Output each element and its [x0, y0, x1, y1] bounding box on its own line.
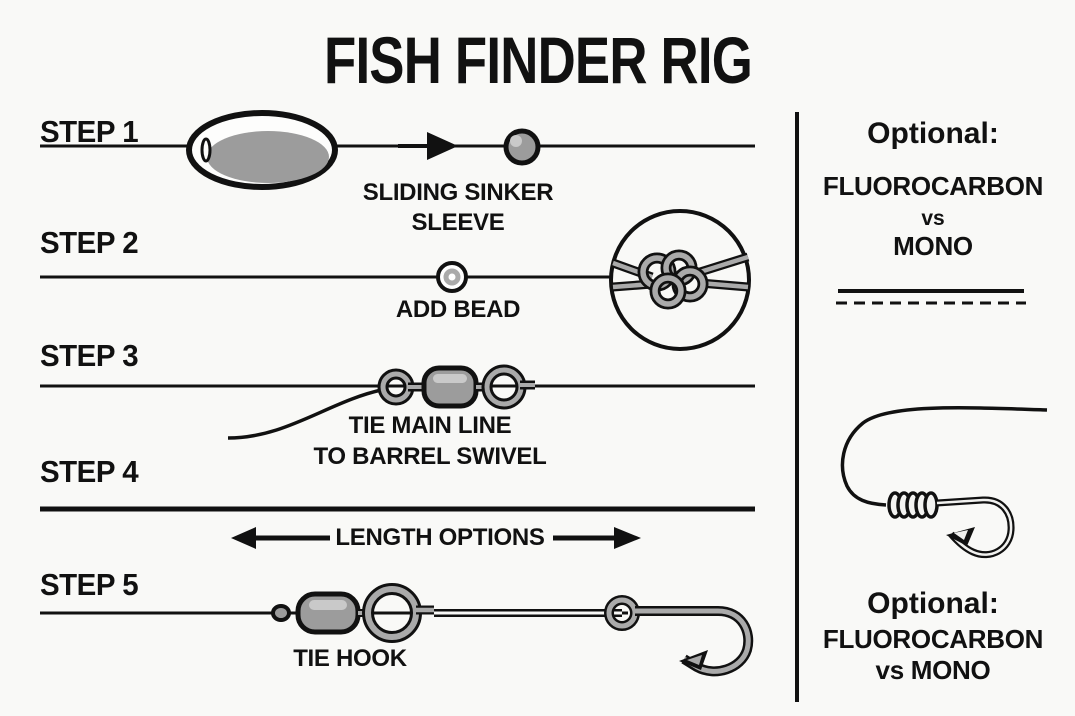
step3-label: STEP 3: [40, 338, 139, 373]
step5-caption: TIE HOOK: [293, 645, 407, 672]
step1-caption-line1: SLIDING SINKER: [362, 179, 554, 206]
length-arrow-left-icon: [231, 527, 330, 549]
optional-top-heading: Optional:: [867, 117, 999, 150]
main-line-tag-curve: [227, 387, 387, 440]
egg-sinker-icon: [186, 110, 338, 190]
bead-icon: [503, 128, 541, 166]
step5-label: STEP 5: [40, 567, 139, 602]
slide-direction-arrow-icon: [398, 132, 458, 160]
page-title: FISH FINDER RIG: [323, 23, 753, 97]
optional-top-mono: MONO: [893, 231, 973, 261]
barrel-swivel-icon: [377, 364, 535, 410]
optional-bottom-vs-mono: vs MONO: [875, 655, 991, 685]
optional-top-fluorocarbon: FLUOROCARBON: [822, 171, 1044, 201]
step3-caption-line2: TO BARREL SWIVEL: [313, 443, 547, 470]
optional-bottom-heading: Optional:: [867, 587, 999, 620]
step1-label: STEP 1: [40, 114, 139, 149]
step3-caption-line1: TIE MAIN LINE: [348, 412, 512, 439]
step1-caption-line2: SLEEVE: [411, 209, 505, 236]
fishing-hook-icon: [604, 595, 754, 677]
step2-caption: ADD BEAD: [395, 296, 521, 323]
optional-bottom-fluorocarbon: FLUOROCARBON: [822, 624, 1044, 654]
knot-magnifier-icon: [609, 209, 751, 351]
length-arrow-right-icon: [553, 527, 641, 549]
step2-label: STEP 2: [40, 225, 139, 260]
snap-swivel-icon: [271, 583, 434, 643]
optional-top-vs: vs: [921, 207, 945, 230]
stopper-knot-icon: [611, 249, 750, 310]
step4-label: STEP 4: [40, 454, 139, 489]
snelled-hook-icon: [840, 406, 1048, 559]
bead-stop-icon: [436, 261, 468, 293]
step4-caption: LENGTH OPTIONS: [335, 524, 545, 551]
